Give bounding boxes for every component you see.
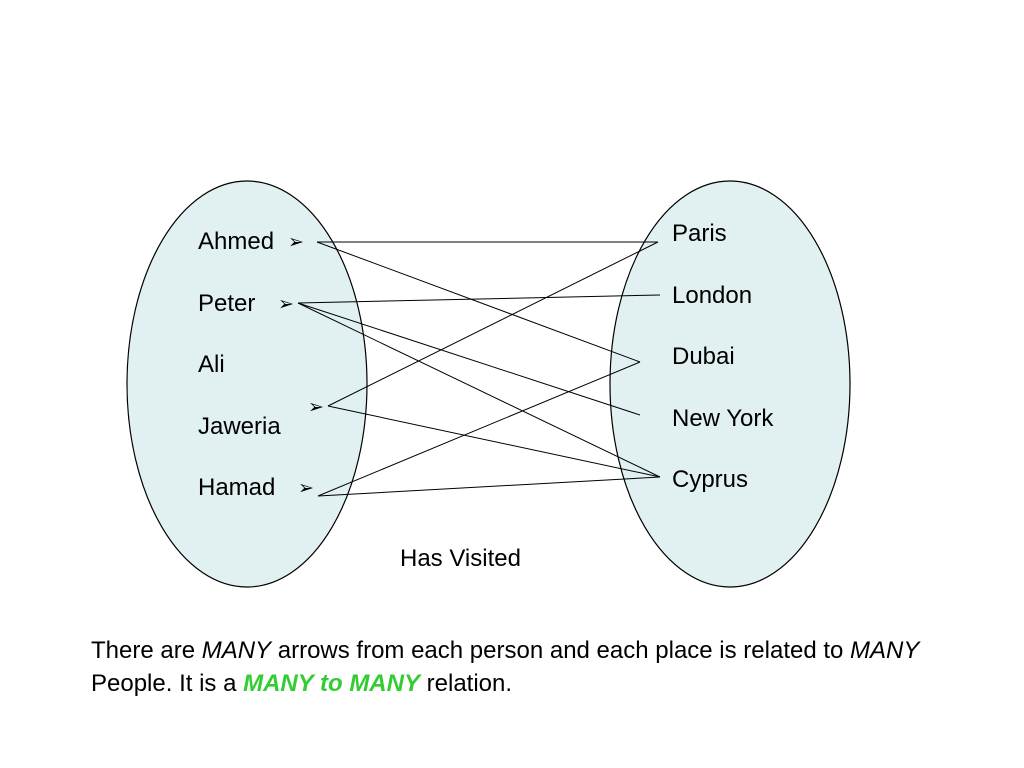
caption-many-to-many: MANY to MANY — [243, 670, 420, 697]
arrow-bullet-icon: ➢ — [308, 396, 324, 418]
caption-many-2: MANY — [850, 637, 920, 664]
link-peter-to-london — [297, 294, 661, 304]
caption-many-1: MANY — [201, 637, 272, 664]
caption-text-3: People. It is a — [91, 670, 244, 697]
people-set-ellipse — [126, 180, 368, 588]
person-label-hamad: Hamad — [198, 474, 275, 501]
place-label-london: London — [672, 282, 752, 309]
link-peter-to-new-york — [297, 302, 641, 416]
link-jaweria-to-cyprus — [327, 405, 661, 478]
person-label-jaweria: Jaweria — [198, 413, 281, 440]
arrow-bullet-icon: ➢ — [278, 293, 294, 315]
relation-links — [297, 241, 661, 497]
arrow-bullet-icon: ➢ — [298, 477, 314, 499]
arrow-bullet-icon: ➢ — [288, 231, 304, 253]
place-label-cyprus: Cyprus — [672, 466, 748, 493]
person-label-ali: Ali — [198, 351, 225, 378]
link-peter-to-cyprus — [297, 302, 661, 478]
caption: There are MANY arrows from each person a… — [91, 634, 1011, 700]
places-set-ellipse — [609, 180, 851, 588]
caption-text-1: There are — [91, 637, 202, 664]
person-label-ahmed: Ahmed — [198, 228, 274, 255]
place-label-paris: Paris — [672, 220, 727, 247]
caption-text-4: relation. — [419, 670, 513, 697]
link-jaweria-to-paris — [327, 241, 659, 407]
link-hamad-to-cyprus — [317, 476, 661, 497]
link-hamad-to-dubai — [317, 361, 641, 497]
place-label-dubai: Dubai — [672, 343, 735, 370]
person-label-peter: Peter — [198, 290, 255, 317]
relation-label: Has Visited — [400, 545, 521, 572]
link-ahmed-to-dubai — [316, 241, 641, 363]
place-label-new-york: New York — [672, 405, 774, 432]
caption-text-2: arrows from each person and each place i… — [271, 637, 851, 664]
people-arrow-markers: ➢ ➢ ➢ ➢ — [278, 231, 324, 499]
